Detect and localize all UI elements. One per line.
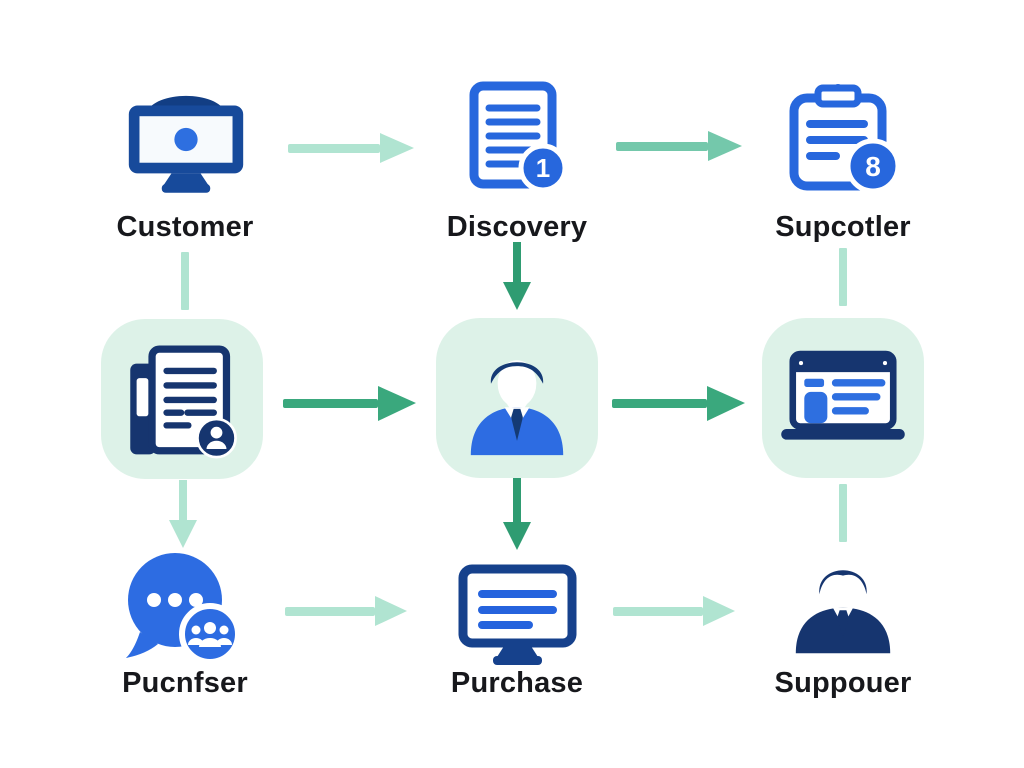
arrow-chat-to-purchase [285, 596, 407, 626]
agent-tile [436, 318, 598, 478]
chat-bubble-group-icon [126, 553, 241, 665]
laptop-browser-icon [781, 350, 905, 440]
arrow-customer-to-discovery [288, 133, 414, 163]
monitor-lines-icon [458, 564, 577, 665]
businessperson-icon [470, 360, 564, 456]
document-with-person-icon [130, 344, 237, 458]
arrow-agent-to-laptop [612, 386, 745, 421]
supplier-label: Supcotler [775, 211, 911, 243]
catalog-tile [101, 319, 263, 479]
clipboard-lines-icon: 8 [789, 84, 901, 194]
supplier-badge [845, 138, 901, 194]
discovery-badge-count: 1 [536, 153, 550, 183]
arrow-agent-down [503, 478, 531, 550]
supplier-badge-count: 8 [865, 151, 881, 182]
document-lines-icon: 1 [469, 81, 568, 193]
arrow-discovery-to-supplier [616, 131, 742, 161]
chat-label: Pucnfser [122, 667, 248, 699]
connector-supplier-down [839, 248, 847, 306]
discovery-badge [518, 143, 568, 193]
arrow-catalog-down [169, 480, 197, 548]
connector-customer-down [181, 252, 189, 310]
discovery-label: Discovery [446, 211, 588, 243]
support-label: Suppouer [774, 667, 912, 699]
purchase-label: Purchase [450, 667, 584, 699]
arrow-catalog-to-agent [283, 386, 416, 421]
person-silhouette-icon [795, 562, 891, 654]
connector-laptop-down [839, 484, 847, 542]
laptop-tile [762, 318, 924, 478]
monitor-with-dot-icon [128, 95, 244, 193]
arrow-discovery-down [503, 242, 531, 310]
customer-label: Customer [116, 211, 254, 243]
arrow-purchase-to-support [613, 596, 735, 626]
